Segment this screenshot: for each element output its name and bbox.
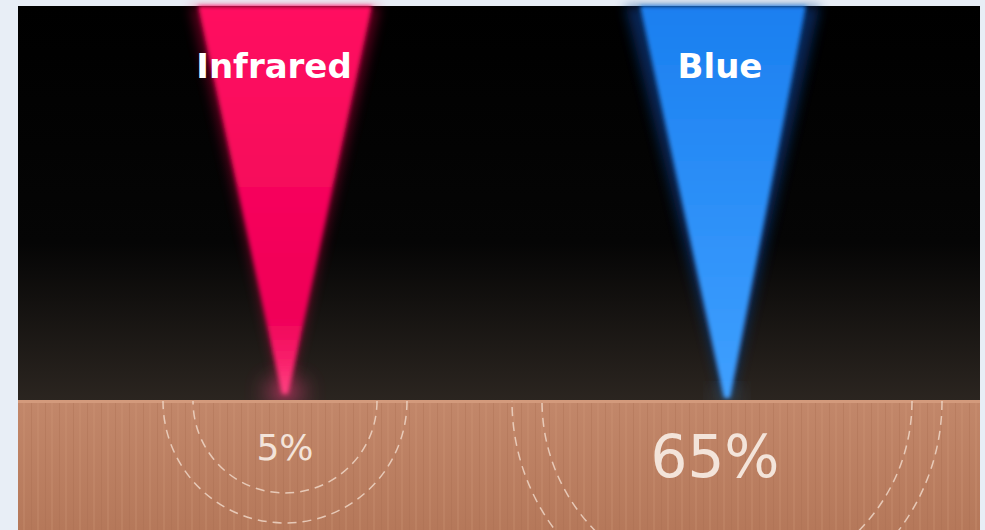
beam-label: Infrared bbox=[196, 48, 352, 85]
beam-label: Blue bbox=[678, 48, 763, 85]
absorption-percent: 5% bbox=[256, 428, 313, 468]
absorption-percent: 65% bbox=[651, 426, 780, 490]
